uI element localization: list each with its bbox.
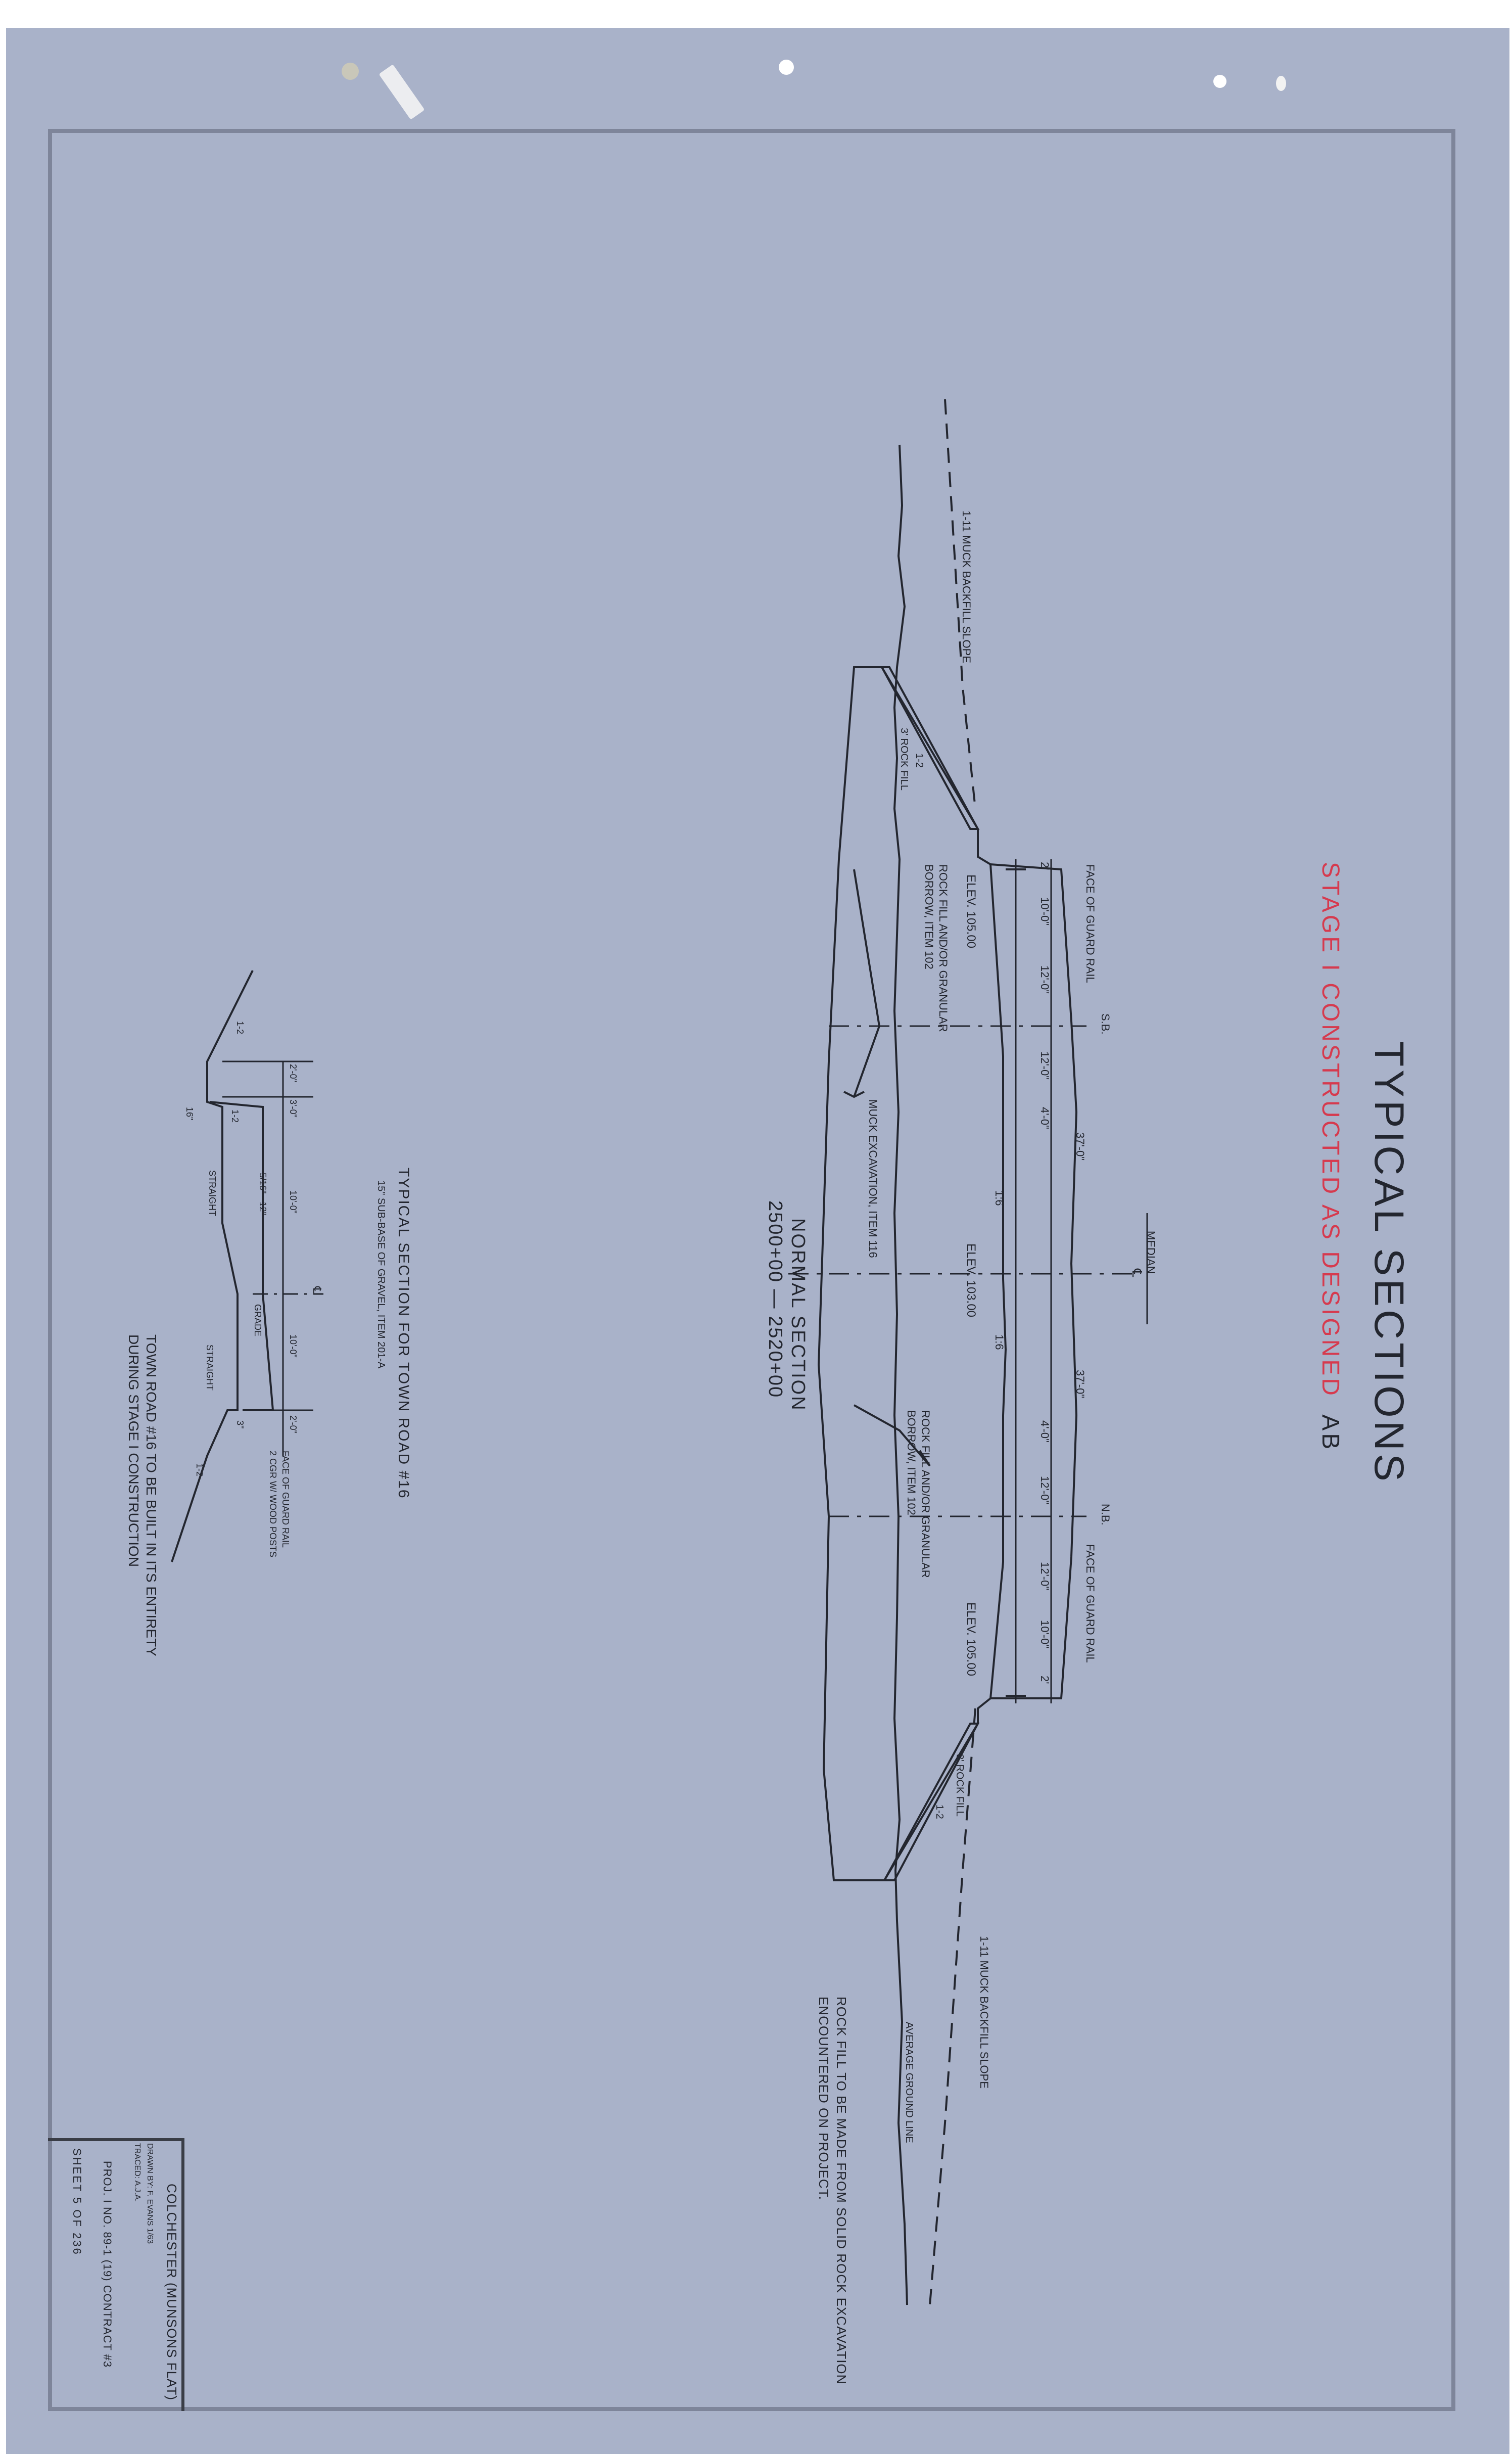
muck-arrow-right <box>854 1404 931 1467</box>
ground-line <box>893 444 908 2305</box>
dim-right-3: 12'-0" <box>1038 1562 1051 1591</box>
face-guard-rail-left: FACE OF GUARD RAIL <box>1084 864 1097 983</box>
blueprint-sheet <box>6 28 1509 2454</box>
town-road-subbase: 15" SUB-BASE OF GRAVEL, ITEM 201-A <box>375 1180 387 1369</box>
normal-section-stations: 2500+00 — 2520+00 <box>765 1200 786 1399</box>
rock-fill-right-text: ROCK FILL AND/OR GRANULAR BORROW, ITEM 1… <box>905 1410 932 1578</box>
elev-right: ELEV. 105.00 <box>964 1602 978 1676</box>
town-road-face-guard-rail: FACE OF GUARD RAIL <box>280 1451 291 1548</box>
dim-left-3: 12'-0" <box>1038 1051 1051 1080</box>
town-road-slope-left: 1-2 <box>235 1021 245 1035</box>
dim-right-0: 37'-0" <box>1074 1370 1086 1399</box>
town-road-cl: ℄ <box>311 1286 323 1294</box>
rock-fill-note-2: ENCOUNTERED ON PROJECT. <box>816 1997 831 2200</box>
muck-backfill-left <box>944 399 976 809</box>
town-road-note-2: DURING STAGE I CONSTRUCTION <box>126 1334 141 1567</box>
nb-label: N.B. <box>1099 1504 1112 1525</box>
town-road-slope-inner: 1-2 <box>230 1109 240 1123</box>
punch-hole <box>1276 76 1286 91</box>
dim-right-2: 12'-0" <box>1038 1476 1051 1505</box>
town-road-note-1: TOWN ROAD #16 TO BE BUILT IN ITS ENTIRET… <box>144 1334 159 1656</box>
town-road-slope-right: 1-2 <box>195 1463 205 1477</box>
title-block-project-no: PROJ. I NO. 89-1 (19) CONTRACT #3 <box>101 2161 114 2368</box>
rock-fill-left-note: ROCK FILL AND/OR GRANULAR BORROW, ITEM 1… <box>922 864 950 1077</box>
title-block-sheet: SHEET 5 OF 236 <box>71 2148 83 2256</box>
slope-left: 1:6 <box>993 1190 1006 1206</box>
town-road-dim-0: 2'-0" <box>288 1064 298 1082</box>
town-road-straight-left: STRAIGHT <box>207 1170 217 1217</box>
median-cl: ℄ <box>1129 1269 1145 1277</box>
face-guard-rail-right: FACE OF GUARD RAIL <box>1084 1544 1097 1663</box>
drawing-border <box>48 129 1455 2411</box>
town-road-depth: 16" <box>184 1107 195 1121</box>
dim-left-0: 2' <box>1038 862 1051 870</box>
rock-fill-left <box>880 666 980 830</box>
sb-label: S.B. <box>1099 1013 1112 1035</box>
elev-left: ELEV. 105.00 <box>964 874 978 948</box>
dim-left-4: 4'-0" <box>1038 1107 1051 1129</box>
dim-right-4: 10'-0" <box>1038 1620 1051 1649</box>
title-block-drawn-by: DRAWN BY: F. EVANS 1/63 <box>146 2143 154 2244</box>
rock-fill-left-text: ROCK FILL AND/OR GRANULAR BORROW, ITEM 1… <box>923 864 950 1032</box>
muck-backfill-right <box>929 1708 976 2305</box>
punch-hole <box>1213 75 1226 88</box>
town-road-dim-4: 2'-0" <box>288 1415 298 1433</box>
town-road-surface <box>209 1101 274 1411</box>
town-road-section-label: TYPICAL SECTION FOR TOWN ROAD #16 <box>395 1168 412 1499</box>
town-road-guard-rail-posts: 2 CGR W/ WOOD POSTS <box>268 1451 278 1558</box>
town-road-crown: 5/16" - 12" <box>258 1173 268 1215</box>
muck-backfill-left-note: 1-11 MUCK BACKFILL SLOPE <box>960 511 973 663</box>
dim-left-1: 10'-0" <box>1038 897 1051 926</box>
normal-section-label: NORMAL SECTION <box>787 1218 809 1412</box>
dim-left-5: 37'-0" <box>1074 1132 1086 1161</box>
title-block <box>48 2138 184 2411</box>
muck-arrow-left <box>843 869 881 1098</box>
town-road-dim-2: 10'-0" <box>288 1190 298 1214</box>
town-road-outline <box>171 970 254 1562</box>
rock-fill-note-1: ROCK FILL TO BE MADE FROM SOLID ROCK EXC… <box>834 1997 849 2385</box>
rock-fill-right <box>882 1723 980 1881</box>
town-road-dim-3: 10'-0" <box>288 1334 298 1358</box>
dim-left-2: 12'-0" <box>1038 965 1051 994</box>
sheet-title: TYPICAL SECTIONS <box>1366 1041 1412 1485</box>
title-block-project: COLCHESTER (MUNSONS FLAT) <box>164 2184 179 2400</box>
pavement-top <box>990 863 1078 1699</box>
stage-note-text: STAGE I CONSTRUCTED AS DESIGNED <box>1317 862 1344 1398</box>
punch-hole <box>779 60 794 75</box>
title-block-traced-by: TRACED: A.J.A. <box>133 2143 141 2202</box>
dim-right-1: 4'-0" <box>1038 1420 1051 1443</box>
dim-right-5: 2' <box>1038 1676 1051 1684</box>
town-road-dim-1: 3'-0" <box>288 1099 298 1118</box>
average-ground-line: AVERAGE GROUND LINE <box>904 2022 915 2143</box>
initials: AB <box>1317 1414 1344 1452</box>
town-road-grade: GRADE <box>253 1304 263 1337</box>
rock-fill-slope-left: 1-2 <box>914 753 925 768</box>
elev-center: ELEV. 103.00 <box>964 1243 978 1317</box>
rock-fill-right-note: ROCK FILL AND/OR GRANULAR BORROW, ITEM 1… <box>904 1410 932 1623</box>
rock-fill-thick-right: 3' ROCK FILL <box>954 1754 965 1817</box>
rock-fill-thick-left: 3' ROCK FILL <box>899 728 910 791</box>
muck-backfill-right-note: 1-11 MUCK BACKFILL SLOPE <box>978 1936 990 2089</box>
rock-fill-slope-right: 1-2 <box>934 1804 945 1819</box>
punch-hole <box>342 63 359 80</box>
muck-excavation-note: MUCK EXCAVATION, ITEM 116 <box>867 1099 879 1258</box>
stage-note: STAGE I CONSTRUCTED AS DESIGNED AB <box>1316 862 1344 1452</box>
town-road-depth-right: 3" <box>235 1420 245 1429</box>
slope-right: 1:6 <box>993 1334 1006 1350</box>
median-label: MEDIAN <box>1145 1231 1157 1274</box>
town-road-straight-right: STRAIGHT <box>205 1345 215 1391</box>
